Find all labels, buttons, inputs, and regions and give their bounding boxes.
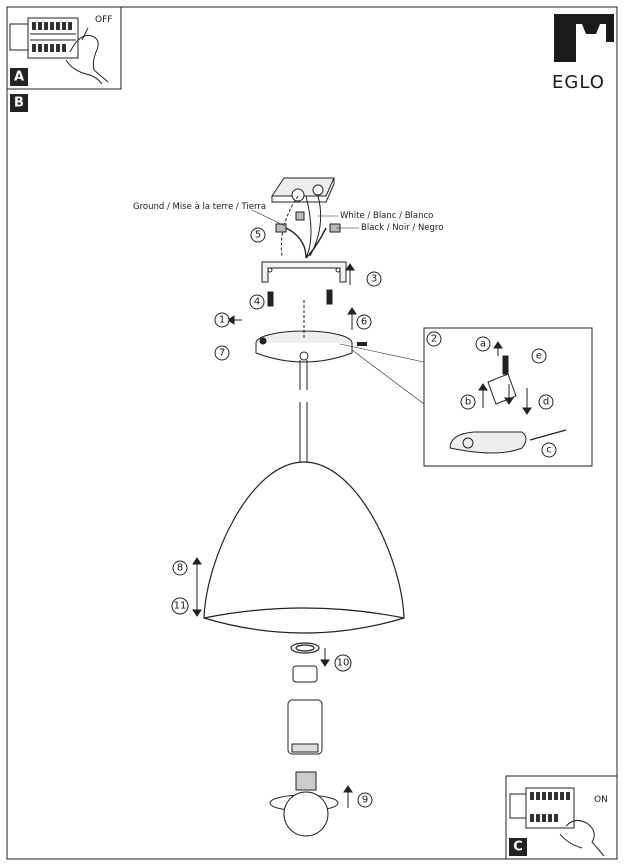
detail-step-b: b: [460, 394, 476, 410]
mounting-bracket: [261, 261, 347, 283]
svg-text:1: 1: [219, 315, 225, 326]
eglo-logo: EGLO: [552, 14, 614, 93]
step-9: 9: [357, 792, 373, 808]
canopy: [255, 300, 353, 363]
detail-step-e: e: [531, 348, 547, 364]
svg-text:c: c: [546, 445, 552, 456]
step-11: 11: [171, 597, 189, 615]
svg-text:e: e: [536, 351, 542, 362]
brand-name: EGLO: [552, 72, 605, 93]
panel-b-badge: [10, 94, 28, 112]
svg-text:3: 3: [371, 274, 377, 285]
hand-icon: [65, 27, 109, 85]
step-8: 8: [172, 560, 188, 576]
bracket-screws: [267, 289, 333, 307]
panel-c: C ON: [505, 775, 618, 860]
step-10: 10: [334, 654, 352, 672]
lamp-shade: [203, 461, 405, 634]
svg-text:d: d: [543, 397, 549, 408]
hand-icon-on: [559, 820, 605, 857]
step-3: 3: [366, 271, 382, 287]
panel-a-badge: [10, 68, 28, 86]
step-6: 6: [356, 314, 372, 330]
svg-text:6: 6: [361, 317, 367, 328]
motion-arrows: [192, 263, 532, 808]
svg-text:4: 4: [254, 297, 260, 308]
svg-text:b: b: [465, 397, 471, 408]
panel-a-letter: A: [14, 70, 24, 85]
svg-text:10: 10: [337, 658, 350, 669]
detail-step-a: a: [475, 336, 491, 352]
white-wire-label: White / Blanc / Blanco: [340, 211, 433, 221]
step-2: 2: [426, 331, 442, 347]
svg-text:a: a: [480, 339, 486, 350]
step-4: 4: [249, 294, 265, 310]
detail-panel: [339, 327, 593, 467]
svg-text:5: 5: [255, 230, 261, 241]
suspension-cord: [299, 360, 308, 470]
breaker-box-icon-on: [509, 787, 575, 829]
step-5: 5: [250, 227, 266, 243]
light-bulb: [269, 771, 339, 837]
ground-wire-label: Ground / Mise à la terre / Tierra: [133, 202, 266, 212]
detail-step-c: c: [541, 442, 557, 458]
step-1: 1: [214, 312, 230, 328]
page-border: [6, 6, 618, 860]
detail-step-callouts: a b c d e: [460, 336, 557, 458]
lamp-socket: [287, 665, 323, 755]
panel-a: A OFF: [6, 6, 122, 90]
panel-c-letter: C: [513, 840, 523, 855]
step-callouts: 1 2 3 4 5 6 7 8 9 10 11: [171, 227, 442, 808]
panel-a-switch-state: OFF: [95, 15, 112, 25]
svg-text:11: 11: [174, 601, 187, 612]
ceiling-junction-box: [271, 177, 341, 259]
svg-text:8: 8: [177, 563, 183, 574]
svg-text:2: 2: [431, 334, 437, 345]
panel-c-switch-state: ON: [594, 795, 608, 805]
panel-c-badge: [509, 838, 527, 856]
panel-b-letter: B: [14, 96, 24, 111]
black-wire-label: Black / Noir / Negro: [361, 223, 443, 233]
breaker-box-icon: [9, 17, 79, 59]
socket-ring: [290, 642, 320, 654]
step-7: 7: [214, 345, 230, 361]
svg-text:9: 9: [362, 795, 368, 806]
detail-step-d: d: [538, 394, 554, 410]
svg-text:7: 7: [219, 348, 225, 359]
canopy-set-screw: [357, 342, 367, 346]
